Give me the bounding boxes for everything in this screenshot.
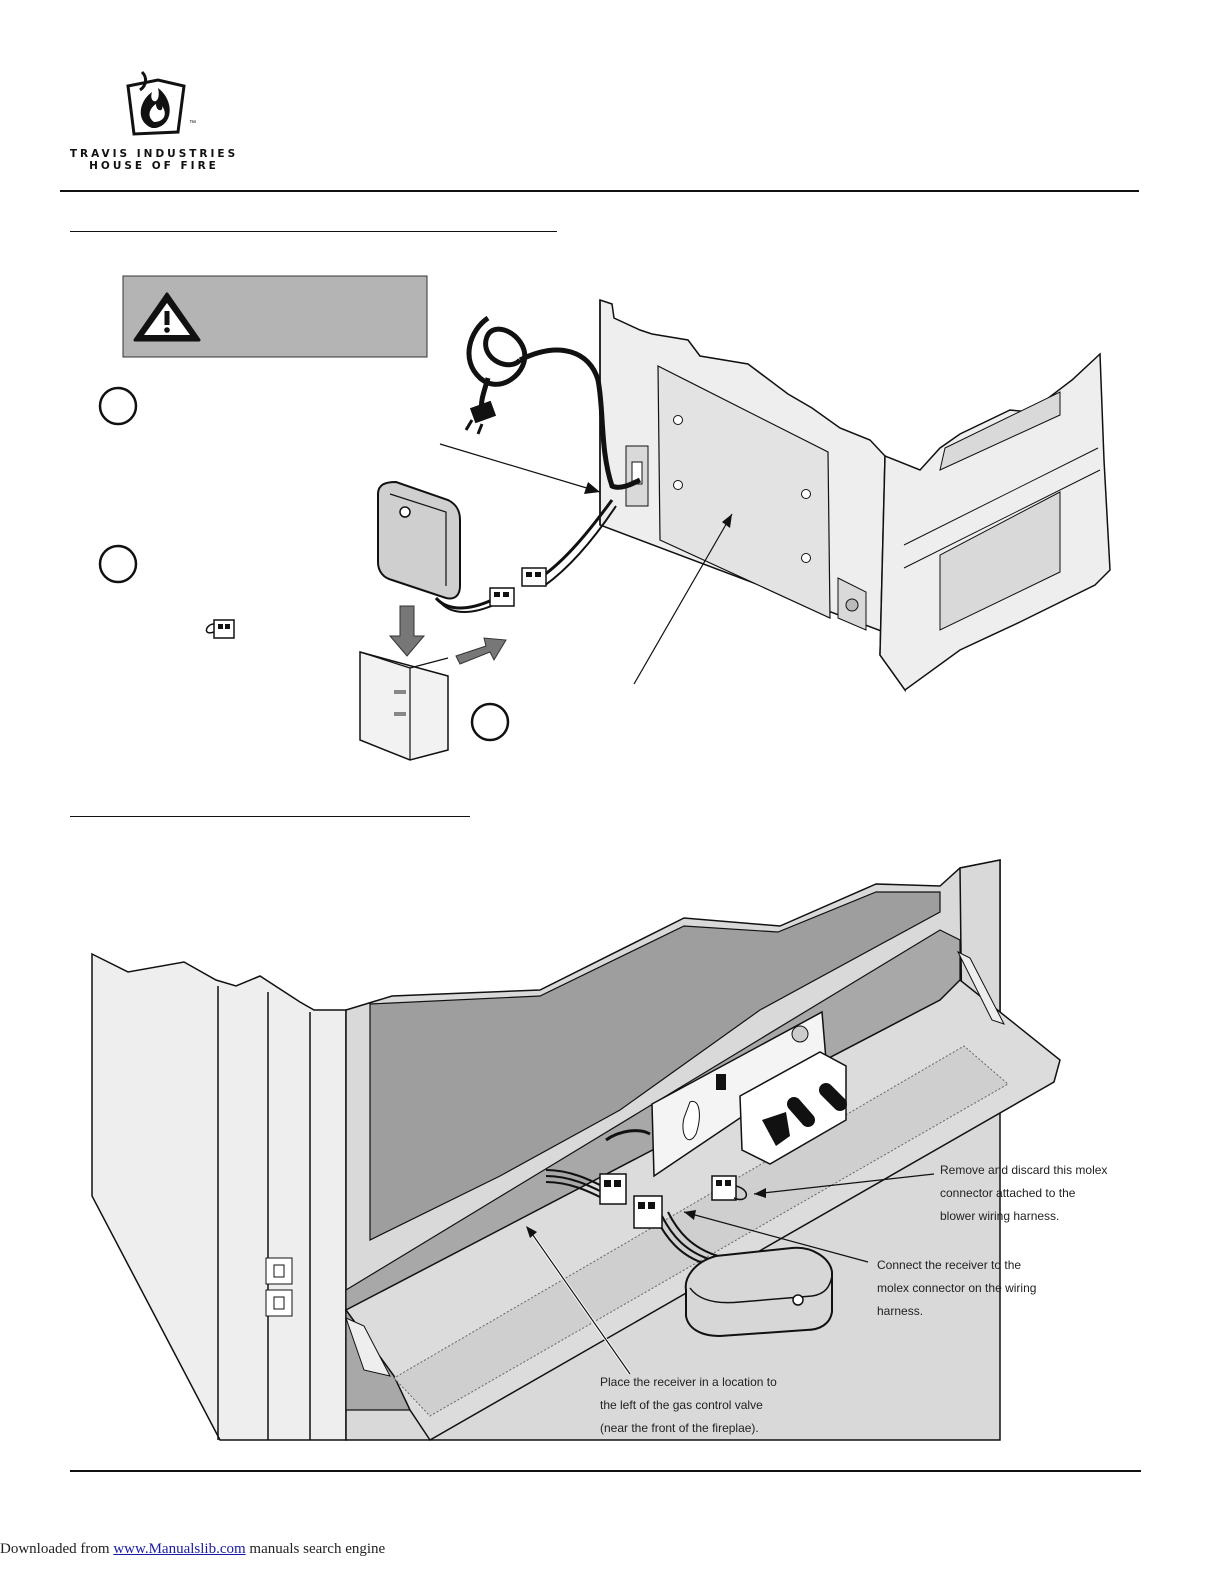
step-circle-1 <box>98 386 138 426</box>
callout-line: (near the front of the fireplae). <box>600 1421 759 1435</box>
wall-switches <box>265 1257 293 1317</box>
callout-place-receiver: Place the receiver in a location to the … <box>600 1371 820 1440</box>
section-rule-2 <box>70 816 470 817</box>
flame-logo-icon <box>126 70 186 136</box>
step-circle-2 <box>98 544 138 584</box>
callout-line: Connect the receiver to the <box>877 1258 1022 1272</box>
brand-logo <box>112 66 202 146</box>
access-panel <box>657 365 831 619</box>
callout-line: harness. <box>877 1304 924 1318</box>
callout-line: the left of the gas control valve <box>600 1398 763 1412</box>
blower-molex-icon <box>711 1175 747 1201</box>
callout-line: Place the receiver in a location to <box>600 1375 777 1389</box>
section-rule-1 <box>70 231 557 232</box>
footer-prefix: Downloaded from <box>0 1541 114 1557</box>
receiver-connector <box>633 1195 663 1229</box>
molex-plug-icon <box>205 619 235 639</box>
warning-box <box>122 275 428 358</box>
footer-suffix: manuals search engine <box>245 1541 386 1557</box>
callout-line: blower wiring harness. <box>940 1209 1060 1223</box>
footer-rule <box>70 1470 1141 1472</box>
power-plug-icon <box>464 400 497 435</box>
bracket-icon <box>359 651 449 761</box>
wiring-harness <box>545 1169 719 1265</box>
step-circle-3 <box>470 702 510 742</box>
callout-line: molex connector on the wiring <box>877 1281 1037 1295</box>
receiver-icon <box>684 1246 833 1338</box>
connector-a <box>489 587 515 607</box>
warning-triangle-icon <box>133 292 201 342</box>
brand-name: TRAVIS INDUSTRIES <box>69 148 239 160</box>
down-arrow-icon <box>388 605 426 657</box>
callout-line: Remove and discard this molex <box>940 1163 1108 1177</box>
manualslib-link[interactable]: www.Manualslib.com <box>113 1541 246 1557</box>
right-arrow-icon <box>455 637 507 665</box>
connector-b <box>521 567 547 587</box>
fireplace-left-wall <box>91 952 347 1441</box>
harness-connector <box>599 1173 627 1205</box>
figure-bottom <box>91 859 1061 1441</box>
callout-connect-receiver: Connect the receiver to the molex connec… <box>877 1254 1077 1323</box>
transformer-icon <box>377 480 461 600</box>
callout-remove-molex: Remove and discard this molex connector … <box>940 1159 1140 1228</box>
trademark-mark: ™ <box>189 120 196 127</box>
figure-top <box>98 275 1111 761</box>
callout-line: connector attached to the <box>940 1186 1076 1200</box>
brand-tagline: HOUSE OF FIRE <box>89 160 219 172</box>
header-rule <box>60 190 1139 192</box>
download-footer: Downloaded from www.Manualslib.com manua… <box>0 1541 385 1558</box>
gas-valve <box>651 1010 847 1178</box>
